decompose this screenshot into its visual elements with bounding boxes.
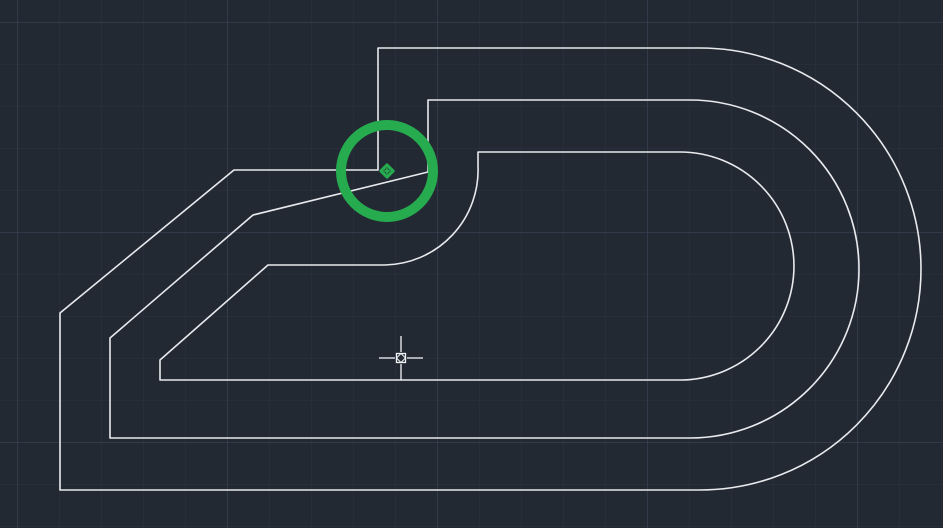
grid-major: [0, 0, 943, 528]
grid-layer: [0, 0, 943, 528]
cad-viewport[interactable]: [0, 0, 943, 528]
